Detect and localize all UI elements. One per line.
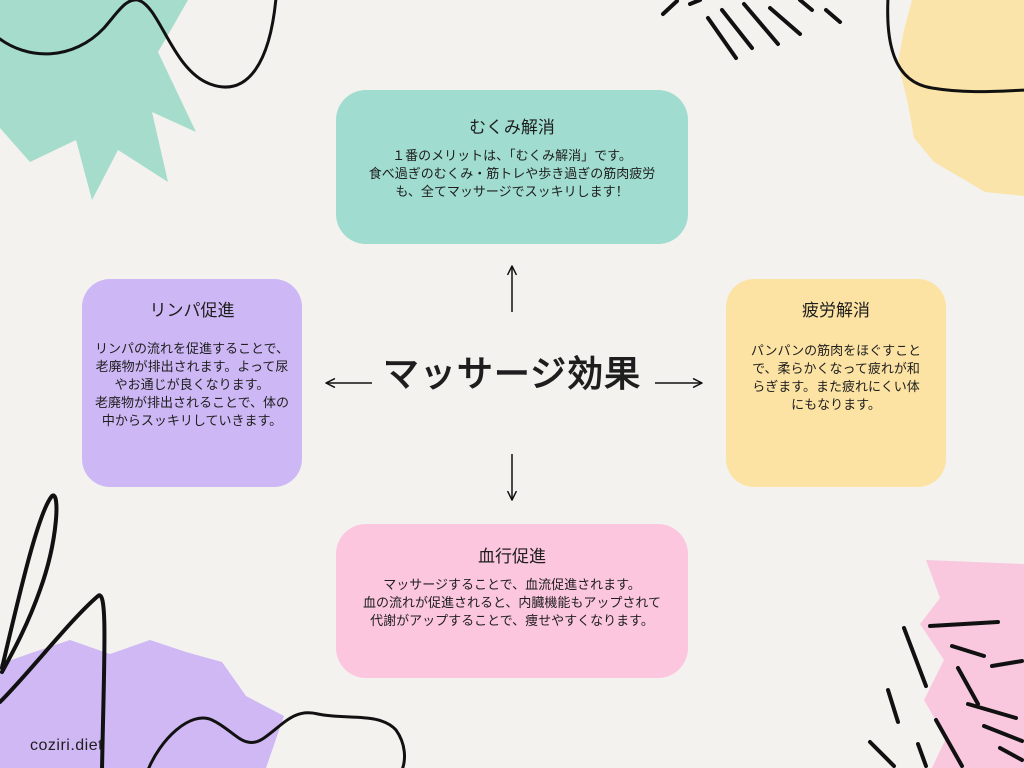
black-wave-line (147, 711, 406, 768)
black-dash-burst-top (661, 0, 842, 60)
black-loop-lines (0, 493, 107, 768)
card-lymph-promotion: リンパ促進 リンパの流れを促進することで、 老廃物が排出されます。よって尿 やお… (82, 279, 302, 487)
card-body-line: にもなります。 (791, 398, 881, 413)
card-body-line: １番のメリットは、「むくみ解消」です。 (392, 149, 632, 164)
card-title: 血行促進 (478, 547, 546, 567)
card-body-line: 食べ過ぎのむくみ・筋トレや歩き過ぎの筋肉疲労 (368, 167, 656, 182)
card-body-line: リンパの流れを促進することで、 (94, 342, 290, 357)
card-body-line: で、柔らかくなって疲れが和 (752, 362, 920, 377)
yellow-blob-shape (898, 0, 1024, 196)
card-title: 疲労解消 (802, 301, 870, 321)
card-body-line: らぎます。また疲れにくい体 (752, 380, 920, 395)
purple-splash-shape (0, 640, 284, 768)
card-mukumi-relief: むくみ解消 １番のメリットは、「むくみ解消」です。 食べ過ぎのむくみ・筋トレや歩… (336, 90, 688, 244)
card-body-line: パンパンの筋肉をほぐすこと (750, 344, 922, 359)
card-body: パンパンの筋肉をほぐすこと で、柔らかくなって疲れが和 らぎます。また疲れにくい… (726, 343, 946, 415)
black-squiggle-line (0, 0, 278, 89)
card-fatigue-relief: 疲労解消 パンパンの筋肉をほぐすこと で、柔らかくなって疲れが和 らぎます。また… (726, 279, 946, 487)
center-title: マッサージ効果 (382, 354, 642, 395)
card-body: １番のメリットは、「むくみ解消」です。 食べ過ぎのむくみ・筋トレや歩き過ぎの筋肉… (336, 148, 688, 202)
pink-splash-shape (920, 560, 1024, 768)
card-body-line: 老廃物が排出されることで、体の (94, 396, 290, 411)
black-dash-burst-bottom (868, 620, 1024, 768)
card-body-line: 血の流れが促進されると、内臓機能もアップされて (362, 596, 662, 611)
card-body: リンパの流れを促進することで、 老廃物が排出されます。よって尿 やお通じが良くな… (82, 341, 302, 431)
card-body-line: やお通じが良くなります。 (114, 378, 270, 393)
teal-splash-shape (0, 0, 196, 200)
card-body-line: 中からスッキリしていきます。 (101, 414, 283, 429)
card-body: マッサージすることで、血流促進されます。 血の流れが促進されると、内臓機能もアッ… (336, 577, 688, 631)
card-title: むくみ解消 (469, 118, 555, 138)
card-title: リンパ促進 (149, 301, 235, 321)
brand-label: coziri.diet (30, 737, 104, 754)
card-body-line: 代謝がアップすることで、痩せやすくなります。 (370, 614, 654, 629)
card-body-line: マッサージすることで、血流促進されます。 (383, 578, 641, 593)
card-body-line: も、全てマッサージでスッキリします！ (395, 185, 629, 200)
card-body-line: 老廃物が排出されます。よって尿 (95, 360, 289, 375)
card-circulation-promotion: 血行促進 マッサージすることで、血流促進されます。 血の流れが促進されると、内臓… (336, 524, 688, 678)
black-outline-curve (886, 0, 1024, 94)
